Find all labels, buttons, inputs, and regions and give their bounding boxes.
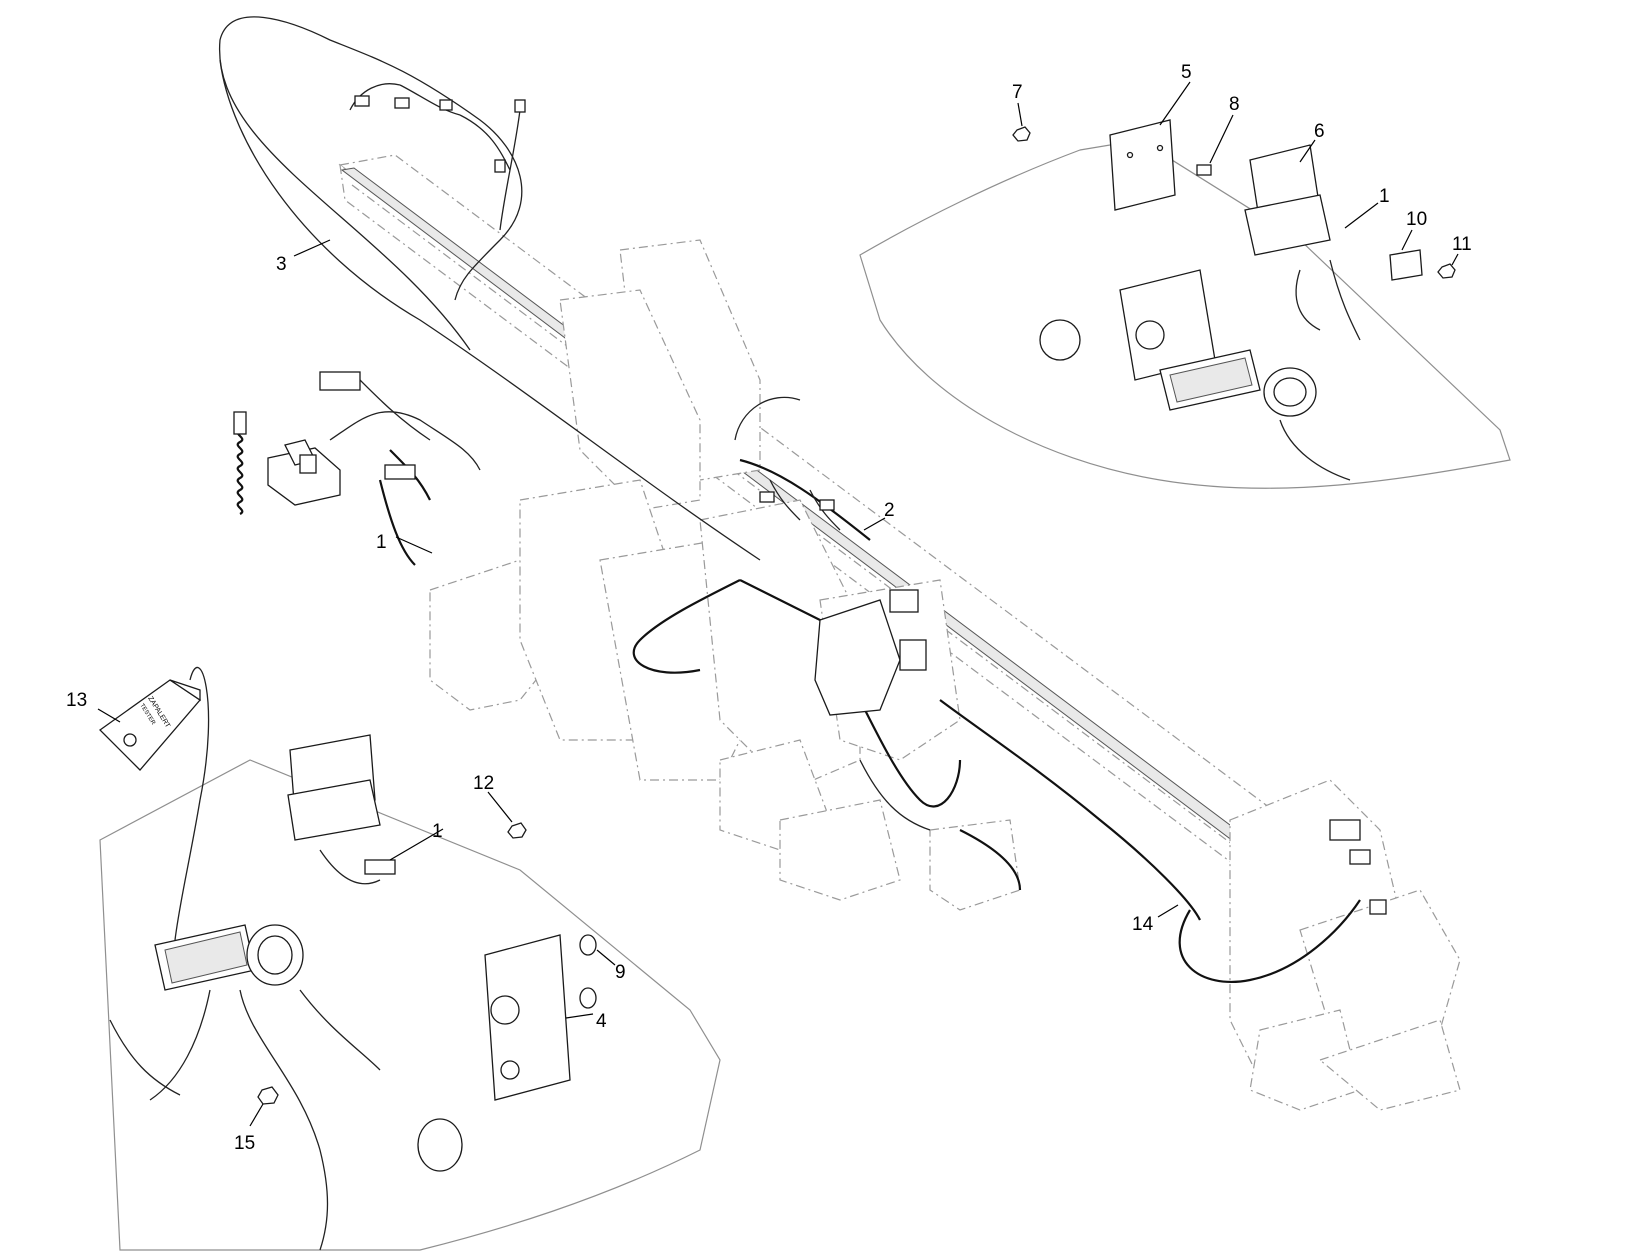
callout-4: 4	[596, 1011, 607, 1032]
callout-1-inset-right: 1	[1379, 186, 1390, 207]
inset-bottom-left: ZAPALERT TESTER	[98, 666, 721, 1251]
coiled-cord	[233, 411, 247, 515]
fuse-block	[287, 734, 381, 841]
multipin-connector	[1159, 349, 1261, 411]
callout-5: 5	[1181, 62, 1192, 83]
nut-7	[1012, 126, 1031, 142]
leader-lines	[97, 81, 1459, 1127]
callout-labels: 1 1 1 2 3 4 5 6 7 8 9 10 11 12 13 14 15	[66, 62, 1472, 1154]
inset-round-connector	[246, 924, 304, 986]
relay-module-4	[484, 934, 571, 1101]
callout-13: 13	[66, 690, 87, 711]
callout-12: 12	[473, 773, 494, 794]
center-harness-cluster	[632, 579, 1387, 983]
plate-10	[1389, 249, 1423, 281]
harness-1-main	[233, 371, 481, 566]
ground-tester-icon: ZAPALERT TESTER	[98, 666, 210, 941]
boom-frame	[338, 154, 1461, 1111]
harness-3	[219, 16, 761, 561]
callout-14: 14	[1132, 914, 1154, 935]
harness-2	[734, 396, 871, 541]
callout-8: 8	[1229, 94, 1240, 115]
relay-module	[1119, 269, 1216, 381]
nut-11	[1437, 263, 1456, 279]
callout-3: 3	[276, 254, 287, 275]
inset-multipin	[154, 924, 256, 991]
rear-harness-connectors	[1329, 819, 1387, 915]
callout-11: 11	[1452, 234, 1472, 255]
fuse-block-6	[1244, 144, 1331, 256]
callout-6: 6	[1314, 121, 1325, 142]
round-connector	[1263, 367, 1317, 417]
callout-1-inset-left: 1	[432, 821, 443, 842]
center-control-module	[814, 589, 927, 716]
bracket-5	[1109, 119, 1176, 211]
bolt-8	[1196, 164, 1212, 176]
spacer-9	[579, 934, 597, 956]
spacer-9b	[579, 987, 597, 1009]
callout-7: 7	[1012, 82, 1023, 103]
nut-15	[257, 1086, 279, 1105]
callout-1-main: 1	[376, 532, 387, 553]
callout-9: 9	[615, 962, 626, 983]
callout-2: 2	[884, 500, 895, 521]
inset-top-right	[859, 119, 1511, 489]
callout-15: 15	[234, 1133, 255, 1154]
callout-10: 10	[1406, 209, 1427, 230]
nut-12	[507, 822, 527, 839]
control-box-icon	[267, 439, 341, 506]
